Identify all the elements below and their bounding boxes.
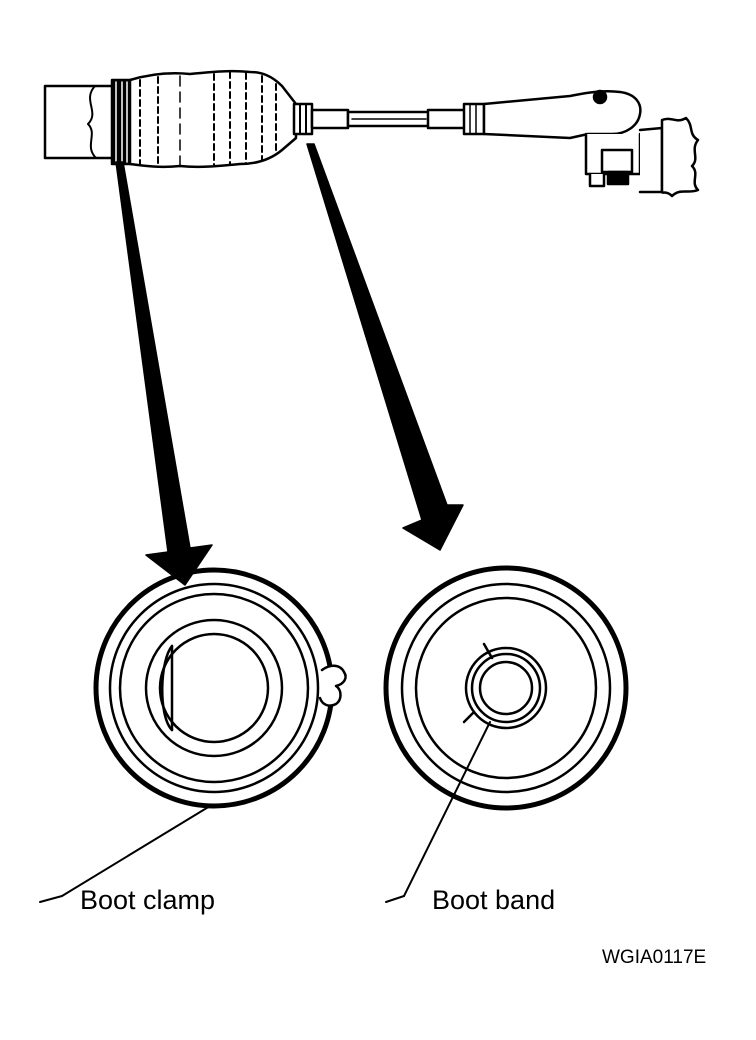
boot-clamp-detail — [93, 567, 347, 809]
bellows-boot — [128, 69, 298, 169]
knuckle-arm — [638, 116, 700, 198]
rack-housing — [43, 84, 120, 160]
boot-clamp-on-bellows — [110, 78, 132, 166]
tie-rod-end — [482, 89, 642, 188]
arrow-to-boot-band — [306, 143, 464, 551]
leader-line-boot-band — [385, 721, 491, 903]
boot-clamp-label: Boot clamp — [80, 885, 216, 915]
boot-band-label: Boot band — [432, 885, 556, 915]
boot-band-detail — [383, 565, 629, 811]
boot-band-on-boot — [292, 102, 314, 136]
tie-rod — [310, 102, 486, 136]
arrow-to-boot-clamp — [115, 161, 213, 586]
leader-line-boot-clamp — [39, 805, 211, 903]
figure-code: WGIA0117E — [602, 947, 707, 968]
